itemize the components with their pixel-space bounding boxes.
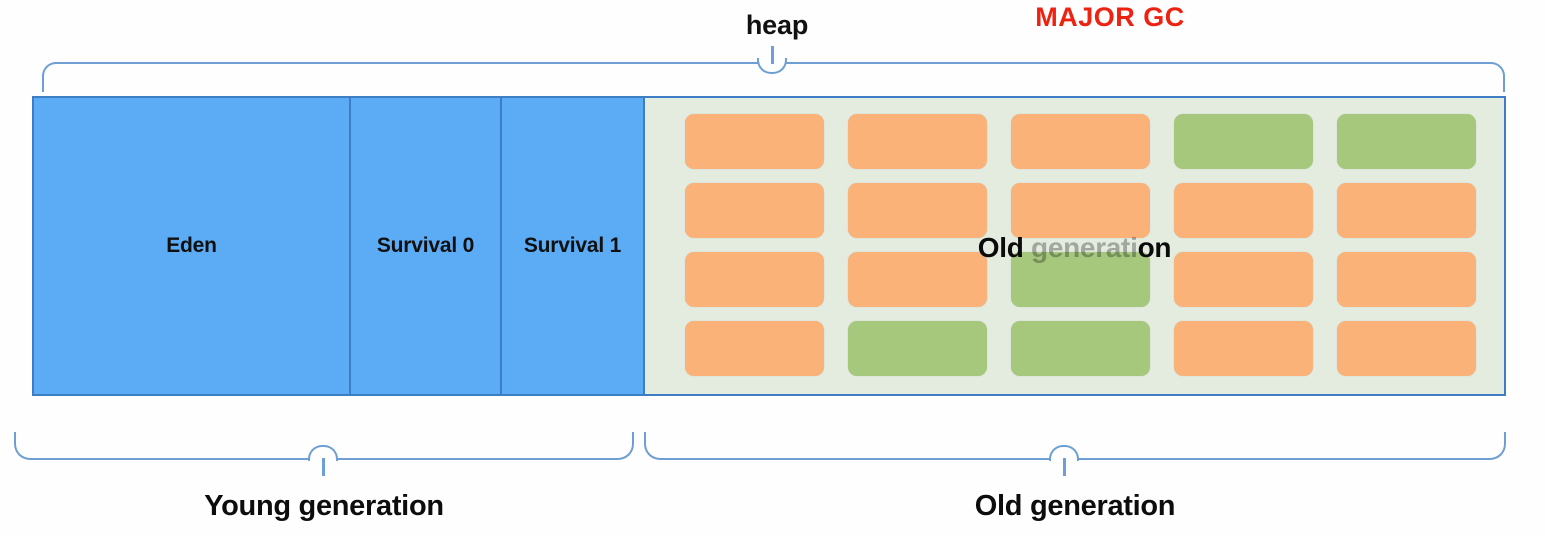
heap-object-block-live	[1174, 183, 1313, 238]
heap-object-block-collectable	[1011, 321, 1150, 376]
heap-object-block-live	[1174, 321, 1313, 376]
old-generation-region: Old generation	[645, 98, 1504, 394]
heap-object-block-live	[1337, 183, 1476, 238]
heap-brace-nub	[771, 46, 774, 64]
young-generation-brace-nub	[322, 458, 325, 476]
old-generation-brace-cap	[1049, 445, 1079, 461]
heap-object-block-collectable	[848, 321, 987, 376]
young-generation-brace-cap	[308, 445, 338, 461]
young-cell-survival-0[interactable]: Survival 0	[351, 98, 502, 394]
heap-object-block-live	[1337, 252, 1476, 307]
heap-object-block-collectable	[1174, 114, 1313, 169]
old-generation-brace-nub	[1063, 458, 1066, 476]
heap-bar: Eden Survival 0 Survival 1 Old generatio…	[32, 96, 1506, 396]
heap-label: heap	[745, 10, 809, 40]
young-cell-survival-1[interactable]: Survival 1	[502, 98, 645, 394]
young-cell-survival-0-label: Survival 0	[376, 234, 475, 257]
young-cell-survival-1-label: Survival 1	[523, 234, 622, 257]
heap-object-block-live	[1337, 321, 1476, 376]
heap-object-block-live	[685, 114, 824, 169]
heap-object-block-live	[1011, 114, 1150, 169]
heap-object-block-live	[685, 321, 824, 376]
young-generation-region: Eden Survival 0 Survival 1	[34, 98, 645, 394]
young-cell-eden-label: Eden	[166, 234, 217, 257]
heap-object-block-collectable	[1011, 252, 1150, 307]
heap-object-block-live	[848, 114, 987, 169]
major-gc-label: MAJOR GC	[1035, 2, 1185, 32]
heap-object-block-live	[1174, 252, 1313, 307]
heap-object-block-live	[685, 183, 824, 238]
young-generation-label: Young generation	[204, 490, 444, 522]
heap-object-block-collectable	[1337, 114, 1476, 169]
young-cell-eden[interactable]: Eden	[34, 98, 351, 394]
heap-object-block-live	[1011, 183, 1150, 238]
heap-object-block-live	[848, 183, 987, 238]
heap-object-block-live	[848, 252, 987, 307]
heap-object-block-live	[685, 252, 824, 307]
old-generation-label: Old generation	[974, 490, 1176, 522]
